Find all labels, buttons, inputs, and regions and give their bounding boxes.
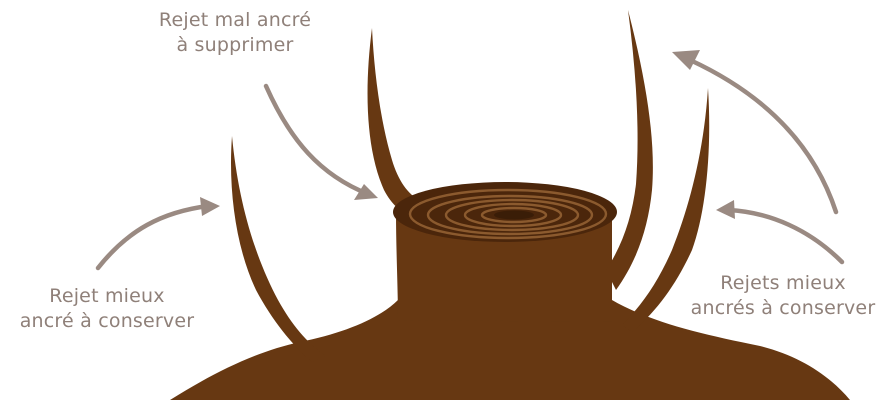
label-keep-right-line1: Rejets mieux	[671, 271, 895, 296]
label-keep-left-line2: ancré à conserver	[0, 309, 214, 334]
arrow-right-long	[690, 60, 836, 212]
label-remove-shoot: Rejet mal ancré à supprimer	[125, 8, 345, 58]
label-remove-line1: Rejet mal ancré	[125, 8, 345, 33]
arrowhead-right-long	[672, 50, 700, 70]
shoot-left	[231, 136, 326, 362]
arrow-left	[98, 206, 208, 268]
label-remove-line2: à supprimer	[125, 33, 345, 58]
arrowhead-left	[200, 197, 220, 216]
label-keep-shoot-left: Rejet mieux ancré à conserver	[0, 284, 214, 334]
shoot-center	[368, 28, 420, 214]
label-keep-shoots-right: Rejets mieux ancrés à conserver	[671, 271, 895, 321]
arrowhead-right-short	[716, 200, 735, 219]
shoot-right-tall	[606, 10, 653, 290]
arrow-right-short	[728, 210, 842, 262]
arrow-top	[266, 86, 368, 194]
label-keep-left-line1: Rejet mieux	[0, 284, 214, 309]
arrowhead-top	[354, 184, 378, 200]
tree-core	[494, 211, 534, 220]
label-keep-right-line2: ancrés à conserver	[671, 296, 895, 321]
